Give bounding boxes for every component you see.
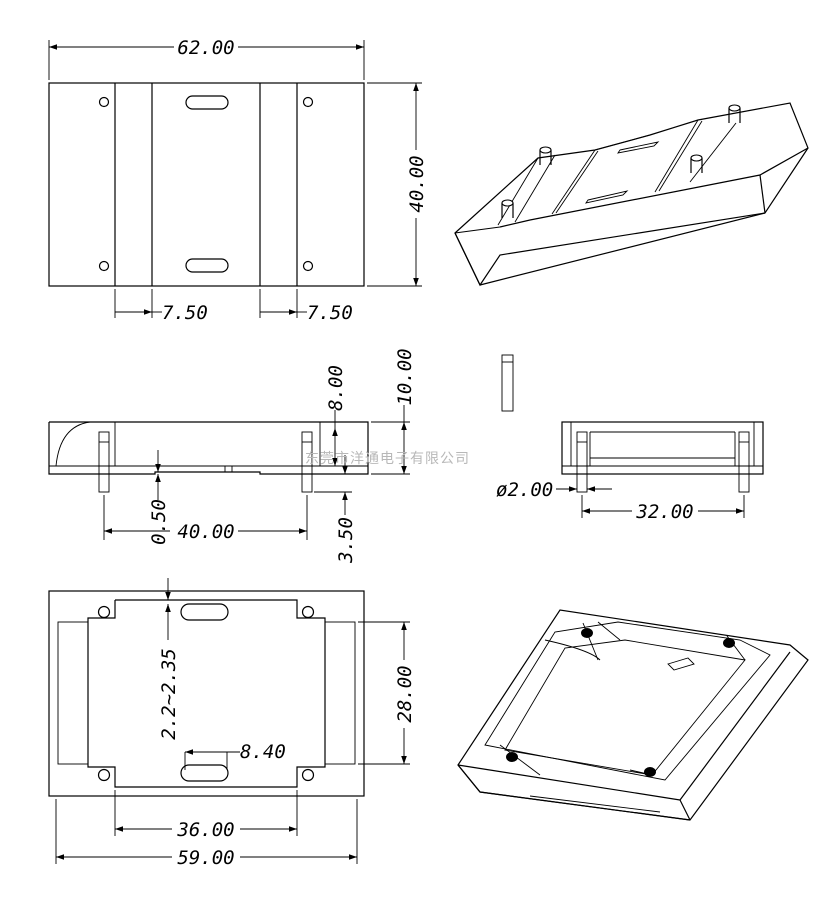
iso-edge — [555, 150, 599, 214]
side-view-fillet — [55, 421, 91, 467]
iso-slot — [617, 141, 660, 154]
dim-side-step: 0.50 — [148, 499, 170, 545]
dim-side-pin-length: 3.50 — [335, 517, 357, 564]
dim-bottom-slot: 8.40 — [240, 741, 286, 763]
iso-edge — [499, 744, 541, 776]
iso-edge — [454, 232, 481, 286]
dim-bottom-wall: 2.2~2.35 — [158, 648, 180, 740]
iso-box-outline — [454, 102, 809, 287]
iso-edge — [514, 154, 556, 223]
end-view-pin — [576, 431, 588, 493]
dim-bottom-outer-width: 59.00 — [177, 847, 234, 869]
iso-edge — [497, 157, 539, 226]
bottom-view-rail — [324, 621, 356, 765]
side-view: 8.00 10.00 40.00 0.50 3.50 — [48, 348, 416, 564]
iso-pin-top — [501, 199, 514, 207]
dim-top-width: 62.00 — [177, 37, 234, 59]
loose-pin — [501, 354, 514, 412]
iso-pin-top — [728, 104, 741, 112]
iso-hole — [506, 752, 518, 762]
top-view-hole — [302, 96, 314, 108]
iso-edge — [597, 621, 621, 641]
iso-pin-top — [539, 146, 552, 154]
iso-edge — [679, 799, 691, 821]
iso-hole — [723, 638, 735, 648]
iso-top-front-edge — [499, 147, 809, 228]
top-view-outline — [48, 82, 365, 287]
iso-edge — [551, 149, 596, 215]
top-view-slot — [185, 258, 229, 273]
dim-bottom-inner-width: 36.00 — [176, 819, 234, 841]
iso-edge — [759, 174, 766, 214]
dim-side-height-total: 10.00 — [394, 348, 416, 405]
dim-top-left-offset: 7.50 — [162, 302, 208, 324]
bottom-view-slot — [180, 764, 229, 782]
iso-tray-inner — [484, 621, 771, 781]
bottom-view: 2.2~2.35 8.40 28.00 36.00 59.00 — [48, 578, 416, 869]
iso-edge — [679, 651, 791, 801]
iso-hole — [644, 767, 656, 777]
watermark-text: 东莞市洋通电子有限公司 — [305, 450, 470, 467]
iso-edge — [658, 120, 703, 192]
iso-hole — [581, 628, 593, 638]
end-view: ø2.00 32.00 — [496, 421, 764, 523]
side-view-pin — [301, 431, 313, 493]
iso-edge — [654, 119, 699, 193]
dim-end-pin-spacing: 32.00 — [635, 501, 693, 523]
dim-top-right-offset: 7.50 — [307, 302, 353, 324]
dim-side-pin-spacing: 40.00 — [177, 521, 234, 543]
top-view-hole — [98, 96, 110, 108]
bottom-view-hole — [97, 605, 111, 619]
iso-edge — [479, 791, 691, 821]
dim-end-pin-diameter: ø2.00 — [496, 479, 553, 501]
isometric-view-bottom — [457, 609, 809, 821]
top-view-hole — [302, 260, 314, 272]
iso-edge — [457, 764, 681, 801]
dim-side-height: 8.00 — [325, 365, 347, 411]
bottom-view-hole — [301, 605, 315, 619]
end-view-outline — [561, 421, 764, 475]
iso-edge — [479, 212, 766, 286]
bottom-view-slot — [180, 603, 229, 621]
iso-edge — [457, 764, 481, 793]
bottom-view-hole — [97, 768, 111, 782]
dim-bottom-height: 28.00 — [394, 665, 416, 722]
iso-edge — [454, 226, 501, 234]
dim-top-height: 40.00 — [406, 155, 428, 212]
bottom-view-rail — [57, 621, 89, 765]
loose-pin-body — [501, 354, 514, 412]
side-view-outline — [48, 421, 369, 475]
iso-edge — [689, 122, 737, 183]
bottom-view-outline — [48, 590, 365, 797]
side-view-pin — [98, 431, 110, 493]
top-view-hole — [98, 260, 110, 272]
bottom-view-hole — [301, 768, 315, 782]
iso-tray-floor — [504, 639, 746, 776]
iso-slot — [585, 190, 629, 204]
iso-edge — [529, 795, 661, 813]
top-view: 62.00 40.00 7.50 7.50 — [48, 37, 428, 324]
iso-fillet — [544, 639, 601, 661]
iso-slot — [667, 657, 695, 671]
isometric-view-top — [454, 102, 809, 287]
top-view-slot — [185, 95, 229, 110]
bottom-view-cavity — [87, 599, 326, 788]
iso-pin-top — [690, 154, 703, 162]
end-view-pin — [738, 431, 750, 493]
iso-edge — [594, 134, 651, 151]
